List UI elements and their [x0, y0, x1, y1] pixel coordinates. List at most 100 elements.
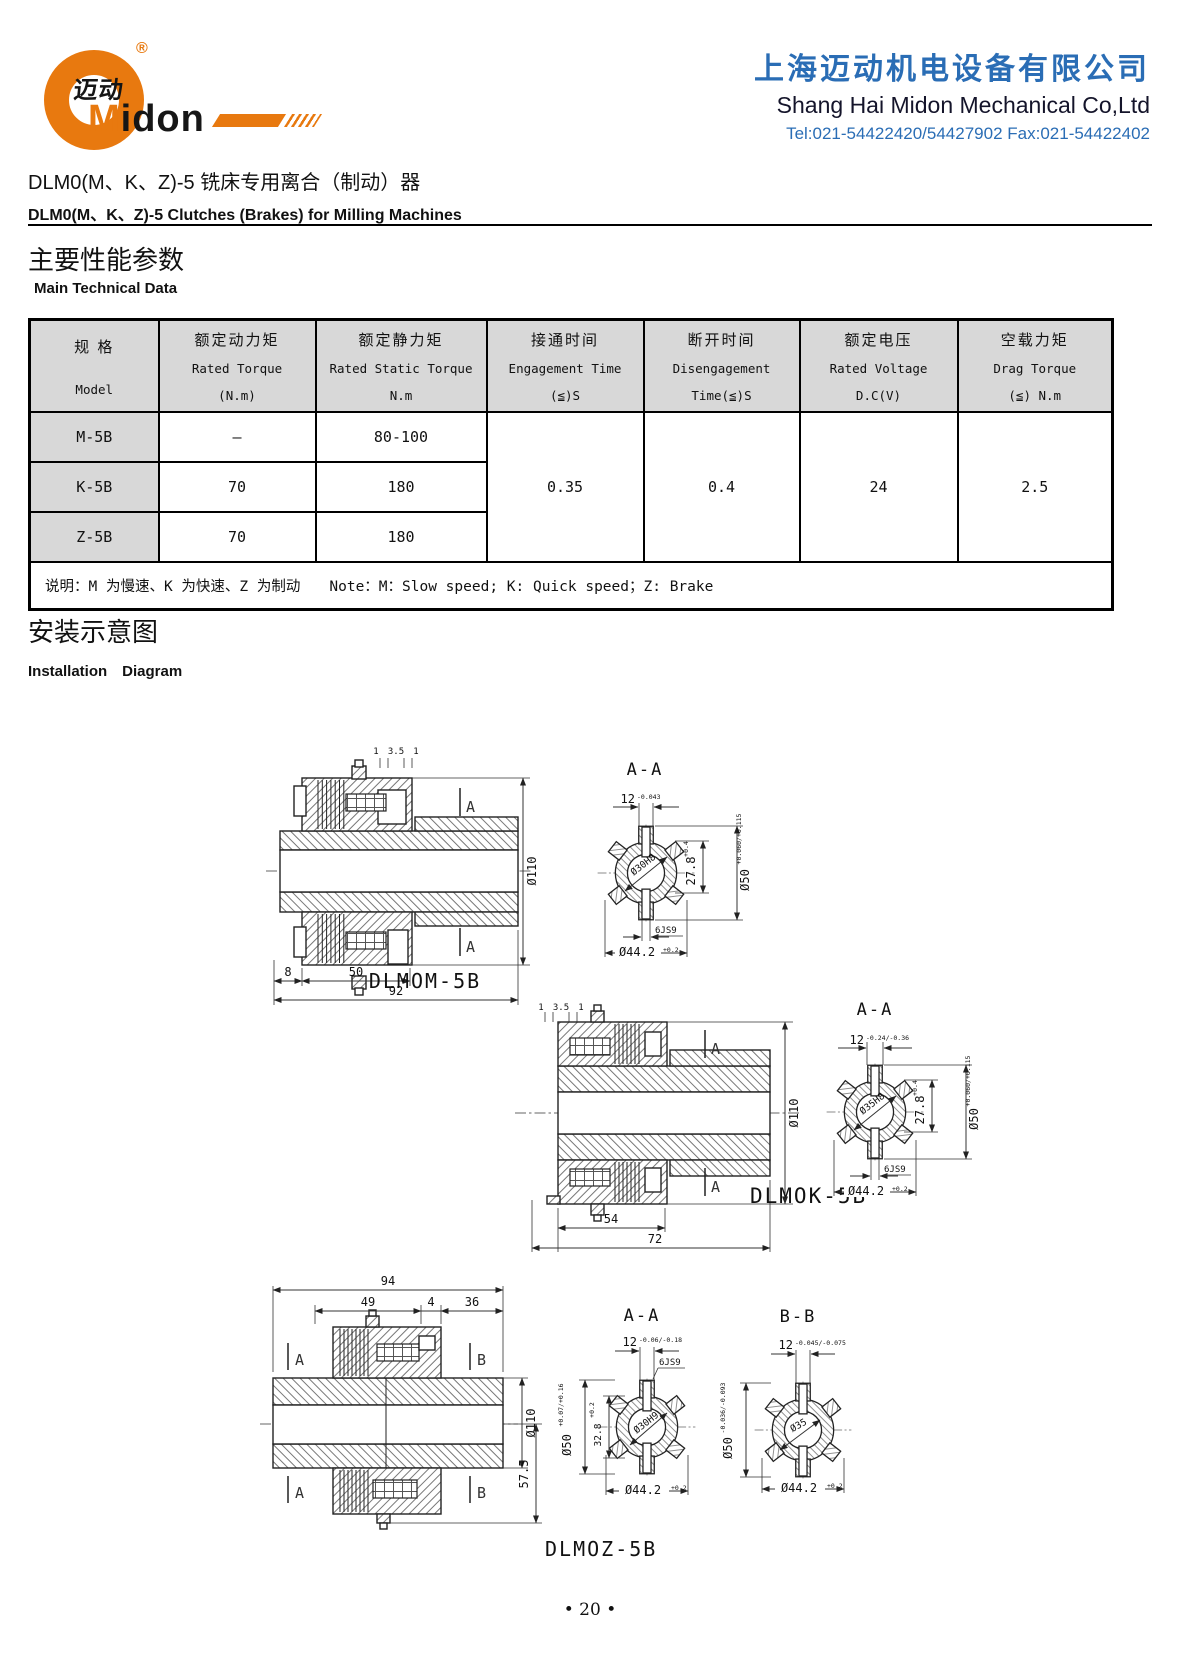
dim-dia110: Ø110 [525, 857, 539, 886]
section-aa-dlmok: A-A 12 -0.24/-0.36 Ø50 +0.060/+0.115 27.… [825, 1000, 981, 1198]
dim-36: 36 [465, 1295, 479, 1309]
dim-dia50: Ø50 [560, 1434, 574, 1456]
cell-static: 180 [314, 461, 488, 513]
table-row: M-5B — 80-100 0.35 0.4 24 2.5 [28, 411, 1114, 563]
midon-logo: ® 迈动 Midon [30, 40, 330, 160]
section-title: A-A [627, 760, 664, 780]
dim-small: 1 [578, 1003, 583, 1013]
drawing-label: DLMOM-5B [369, 969, 481, 993]
drawing-dlmok-5b: 1 3.5 1 Ø110 54 72 A A [515, 1003, 801, 1252]
section-bb-dlmoz: B-B 12 -0.045/-0.075 Ø50 -0.036/-0.093 Ø… [719, 1307, 853, 1495]
cell-torque: 70 [157, 511, 317, 563]
dim-dia50-tol: -0.036/-0.093 [719, 1382, 727, 1433]
dim-small: 1 [373, 747, 378, 757]
table-note: 说明：M 为慢速、K 为快速、Z 为制动 Note：M：Slow speed; … [28, 561, 1114, 611]
col-en: Rated Torque [191, 361, 283, 377]
dim-small: 1 [413, 747, 418, 757]
clutch-housing-upper [293, 759, 413, 832]
col-unit: (N.m) [218, 388, 256, 404]
section-marker-a: A [295, 1351, 304, 1369]
company-block: 上海迈动机电设备有限公司 Shang Hai Midon Mechanical … [754, 44, 1150, 144]
dim-278-tol: +0.4 [911, 1080, 919, 1096]
clutch-housing-upper [557, 1004, 668, 1067]
company-name-en: Shang Hai Midon Mechanical Co,Ltd [776, 92, 1150, 118]
title-divider [28, 224, 1152, 226]
company-name-cn: 上海迈动机电设备有限公司 [754, 53, 1150, 86]
col-unit: (≦)S [549, 388, 581, 404]
cell-voltage: 24 [798, 411, 959, 563]
table-row: Z-5B 70 180 [28, 511, 1113, 563]
brand-wordmark: Midon [88, 98, 205, 141]
note-row: 说明：M 为慢速、K 为快速、Z 为制动 Note：M：Slow speed; … [28, 561, 1114, 611]
section-title: A-A [857, 1000, 894, 1020]
dim-12-tol: -0.045/-0.075 [795, 1339, 846, 1347]
dim-8: 8 [284, 965, 291, 979]
section-heading-tech-cn: 主要性能参数 [28, 245, 185, 275]
clutch-housing-upper [332, 1309, 442, 1379]
section-aa-dlmoz: A-A 12 -0.06/-0.18 6JS9 Ø50 +0.07/+0.16 … [557, 1306, 697, 1497]
section-marker-b: B [477, 1484, 486, 1502]
cell-engagement: 0.35 [485, 411, 645, 563]
shaft [557, 1049, 771, 1177]
cell-torque: — [157, 411, 317, 463]
dim-54: 54 [604, 1212, 618, 1226]
dim-dia110: Ø110 [787, 1099, 801, 1128]
doc-title-en: DLM0(M、K、Z)-5 Clutches (Brakes) for Mill… [28, 207, 462, 224]
section-heading-install-cn: 安装示意图 [28, 617, 159, 647]
dim-dia442-tol: +0.2 [671, 1484, 687, 1492]
registered-trademark-icon: ® [136, 40, 148, 57]
cell-model: K-5B [28, 461, 160, 513]
dim-dia50-tol: +0.060/+0.115 [964, 1055, 972, 1106]
logo-stripes-icon [283, 114, 323, 127]
dim-328: 32.8 [593, 1423, 604, 1446]
dim-278: 27.8 [913, 1096, 927, 1125]
drawing-dlmoz-5b: 94 49 4 36 A B A B Ø110 57.5 [260, 1274, 542, 1530]
section-title: B-B [780, 1307, 817, 1327]
dim-12-tol: -0.24/-0.36 [866, 1034, 909, 1042]
section-marker-a: A [711, 1040, 720, 1058]
clutch-housing-lower [546, 1159, 668, 1222]
cell-model: M-5B [28, 411, 160, 463]
col-en: Model [75, 381, 114, 397]
dim-12: 12 [621, 792, 635, 806]
section-title: A-A [624, 1306, 661, 1326]
dim-12: 12 [779, 1338, 793, 1352]
dim-94: 94 [381, 1274, 395, 1288]
dim-dia50: Ø50 [967, 1108, 981, 1130]
col-unit: D.C(V) [855, 388, 902, 404]
dim-278-tol: +0.4 [682, 841, 690, 857]
clutch-housing-lower [293, 911, 413, 996]
doc-title-cn: DLM0(M、K、Z)-5 铣床专用离合（制动）器 [28, 172, 421, 194]
logo-bar-icon [211, 114, 287, 127]
dim-dia442-tol: +0.2 [892, 1185, 908, 1193]
cell-torque: 70 [157, 461, 317, 513]
brand-idon: idon [120, 98, 205, 140]
dim-key: 6JS9 [884, 1165, 906, 1175]
dim-328-tol: +0.2 [588, 1402, 596, 1418]
col-en: Drag Torque [993, 361, 1077, 377]
drawing-dlmom-5b: Ø110 8 50 92 1 3.5 1 A A DLMOM-5B [266, 747, 539, 1005]
cell-static: 80-100 [314, 411, 488, 463]
col-en: Rated Voltage [829, 361, 928, 377]
section-heading-tech-en: Main Technical Data [34, 280, 178, 297]
dim-dia50: Ø50 [721, 1437, 735, 1459]
col-cn: 断开时间 [687, 331, 756, 349]
dim-92: 92 [389, 984, 403, 998]
dim-dia442-tol: +0.2 [663, 946, 679, 954]
col-cn: 额定静力矩 [358, 331, 444, 349]
table-row: K-5B 70 180 [28, 461, 1113, 513]
cell-static: 180 [314, 511, 488, 563]
cell-disengagement: 0.4 [642, 411, 801, 563]
dim-12-tol: -0.043 [637, 793, 661, 801]
dim-dia50-tol: +0.07/+0.16 [557, 1383, 565, 1426]
section-marker-b: B [477, 1351, 486, 1369]
dim-dia442-tol: +0.2 [827, 1482, 843, 1490]
section-marker-a: A [466, 798, 475, 816]
col-en: Disengagement [672, 361, 771, 377]
